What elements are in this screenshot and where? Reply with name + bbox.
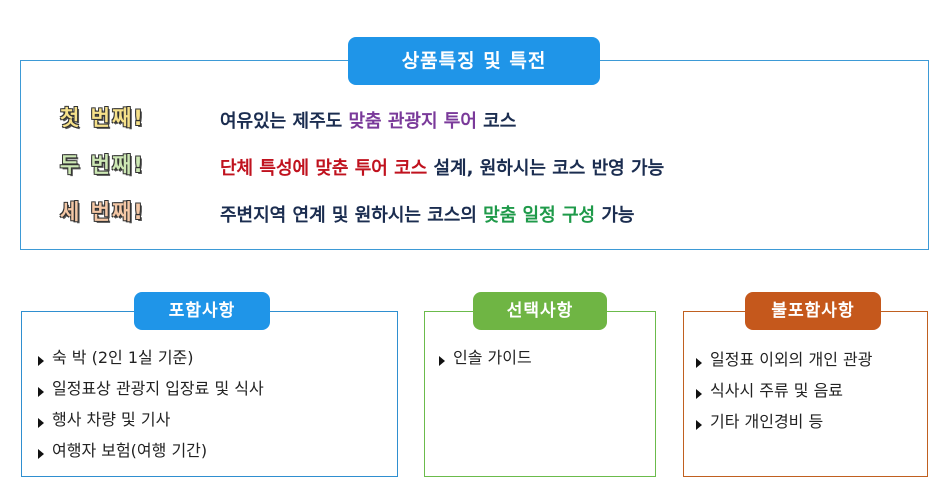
list-item-text: 식사시 주류 및 음료 — [710, 381, 844, 400]
triangle-bullet-icon — [38, 356, 44, 366]
included-list: 숙 박 (2인 1실 기준) 일정표상 관광지 입장료 및 식사 행사 차량 및… — [36, 342, 264, 466]
feature-row-1-part-3: 코스 — [476, 111, 517, 132]
ordinal-third: 세 번째! — [60, 200, 145, 224]
list-item-text: 인솔 가이드 — [453, 348, 532, 367]
features-title: 상품특징 및 특전 — [348, 37, 600, 85]
list-item-text: 행사 차량 및 기사 — [52, 410, 171, 429]
triangle-bullet-icon — [696, 420, 702, 430]
feature-row-1-highlight: 맞춤 관광지 투어 — [348, 111, 477, 132]
list-item-text: 숙 박 (2인 1실 기준) — [52, 348, 194, 367]
features-panel — [20, 60, 929, 250]
ordinal-first: 첫 번째! — [60, 106, 145, 130]
list-item-text: 일정표 이외의 개인 관광 — [710, 350, 873, 369]
list-item-text: 기타 개인경비 등 — [710, 412, 824, 431]
triangle-bullet-icon — [38, 449, 44, 459]
feature-row-2-highlight: 단체 특성에 맞춘 투어 코스 — [220, 158, 428, 179]
list-item: 일정표 이외의 개인 관광 — [694, 344, 872, 375]
list-item: 인솔 가이드 — [437, 342, 532, 373]
feature-row-3-part-1: 주변지역 연계 및 원하시는 코스의 — [220, 205, 484, 226]
optional-list: 인솔 가이드 — [437, 342, 532, 373]
feature-row-2: 단체 특성에 맞춘 투어 코스 설계, 원하시는 코스 반영 가능 — [220, 154, 664, 180]
list-item: 숙 박 (2인 1실 기준) — [36, 342, 264, 373]
list-item-text: 여행자 보험(여행 기간) — [52, 441, 208, 460]
list-item: 식사시 주류 및 음료 — [694, 375, 872, 406]
list-item: 기타 개인경비 등 — [694, 406, 872, 437]
feature-row-2-part-2: 설계, 원하시는 코스 반영 가능 — [427, 158, 665, 179]
triangle-bullet-icon — [439, 356, 445, 366]
triangle-bullet-icon — [38, 418, 44, 428]
list-item-text: 일정표상 관광지 입장료 및 식사 — [52, 379, 264, 398]
list-item: 행사 차량 및 기사 — [36, 404, 264, 435]
triangle-bullet-icon — [696, 358, 702, 368]
excluded-list: 일정표 이외의 개인 관광 식사시 주류 및 음료 기타 개인경비 등 — [694, 344, 872, 437]
feature-row-3-highlight: 맞춤 일정 구성 — [483, 205, 596, 226]
list-item: 일정표상 관광지 입장료 및 식사 — [36, 373, 264, 404]
list-item: 여행자 보험(여행 기간) — [36, 435, 264, 466]
feature-row-3-part-3: 가능 — [595, 205, 635, 226]
ordinal-second: 두 번째! — [60, 153, 145, 177]
excluded-title: 불포함사항 — [745, 292, 881, 330]
feature-row-1-part-1: 여유있는 제주도 — [220, 111, 349, 132]
included-title: 포함사항 — [134, 292, 270, 330]
feature-row-1: 여유있는 제주도 맞춤 관광지 투어 코스 — [220, 107, 516, 133]
triangle-bullet-icon — [38, 387, 44, 397]
excluded-panel — [683, 311, 928, 477]
triangle-bullet-icon — [696, 389, 702, 399]
feature-row-3: 주변지역 연계 및 원하시는 코스의 맞춤 일정 구성 가능 — [220, 201, 634, 227]
optional-panel — [424, 311, 656, 477]
included-panel — [21, 311, 398, 477]
optional-title: 선택사항 — [473, 292, 607, 330]
